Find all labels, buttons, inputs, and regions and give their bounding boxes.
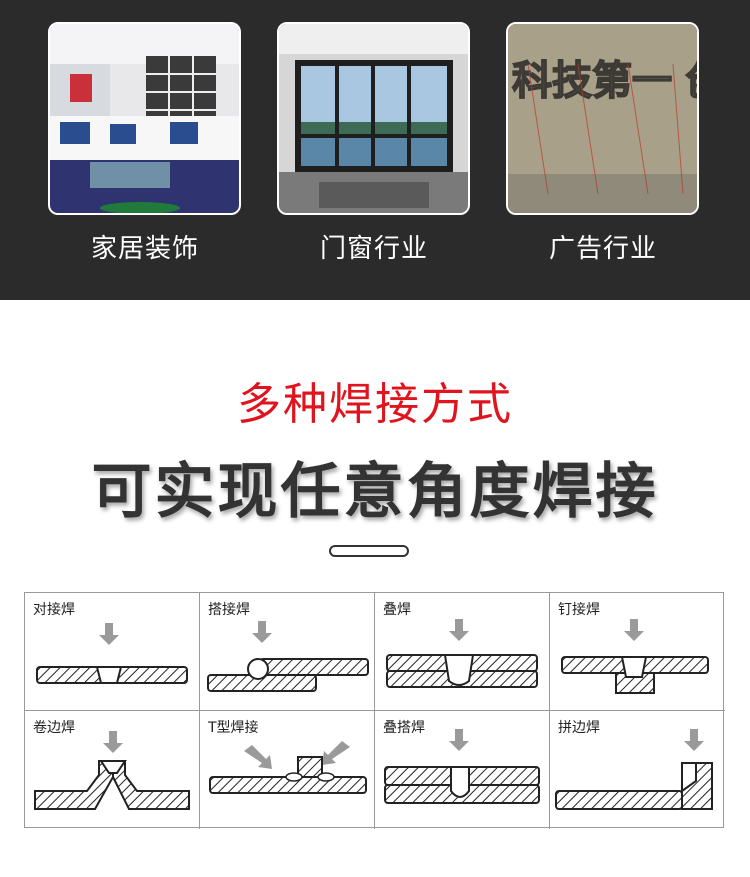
weld-cell-stack: 叠焊 — [375, 593, 550, 711]
weld-cell-flange: 卷边焊 — [25, 711, 200, 829]
weld-label: T型焊接 — [208, 720, 259, 736]
divider-pill — [329, 545, 409, 557]
living-room-photo — [50, 24, 239, 213]
stack-weld-diagram — [386, 619, 538, 688]
lap-weld-diagram — [207, 621, 369, 692]
sign-text: 科技第一 创新第 — [512, 58, 697, 104]
weld-cell-t-joint: T型焊接 — [200, 711, 375, 829]
industry-label: 家居装饰 — [90, 234, 199, 264]
edge-weld-diagram — [555, 729, 713, 810]
subtitle: 多种焊接方式 — [237, 379, 513, 430]
industry-card-home-decor — [48, 22, 241, 215]
weld-cell-lap: 搭接焊 — [200, 593, 375, 711]
weld-label: 叠焊 — [383, 602, 411, 618]
weld-label: 搭接焊 — [208, 602, 250, 618]
weld-label: 钉接焊 — [558, 602, 600, 618]
industry-label: 门窗行业 — [319, 234, 428, 264]
weld-types-grid: 对接焊 搭接焊 叠焊 钉接焊 — [24, 592, 725, 829]
industry-banner: 家居装饰 门窗行业 科技第一 创新第 广告行业 — [0, 0, 750, 300]
weld-cell-edge: 拼边焊 — [550, 711, 725, 829]
headline: 可实现任意角度焊接 — [91, 457, 659, 527]
plug-weld-diagram — [561, 619, 709, 694]
t-joint-weld-diagram — [209, 741, 367, 794]
butt-weld-diagram — [36, 623, 188, 684]
weld-cell-butt: 对接焊 — [25, 593, 200, 711]
stack-lap-weld-diagram — [384, 729, 540, 804]
industry-card-doors-windows — [277, 22, 470, 215]
window-photo — [279, 24, 468, 213]
industry-label: 广告行业 — [548, 234, 657, 264]
weld-label: 叠搭焊 — [383, 720, 425, 736]
weld-label: 卷边焊 — [33, 720, 75, 736]
weld-label: 拼边焊 — [558, 720, 600, 736]
weld-cell-plug: 钉接焊 — [550, 593, 725, 711]
signage-letters-photo: 科技第一 创新第 — [508, 24, 697, 213]
weld-cell-stack-lap: 叠搭焊 — [375, 711, 550, 829]
industry-card-advertising: 科技第一 创新第 — [506, 22, 699, 215]
weld-label: 对接焊 — [33, 602, 75, 618]
flange-weld-diagram — [34, 731, 190, 810]
